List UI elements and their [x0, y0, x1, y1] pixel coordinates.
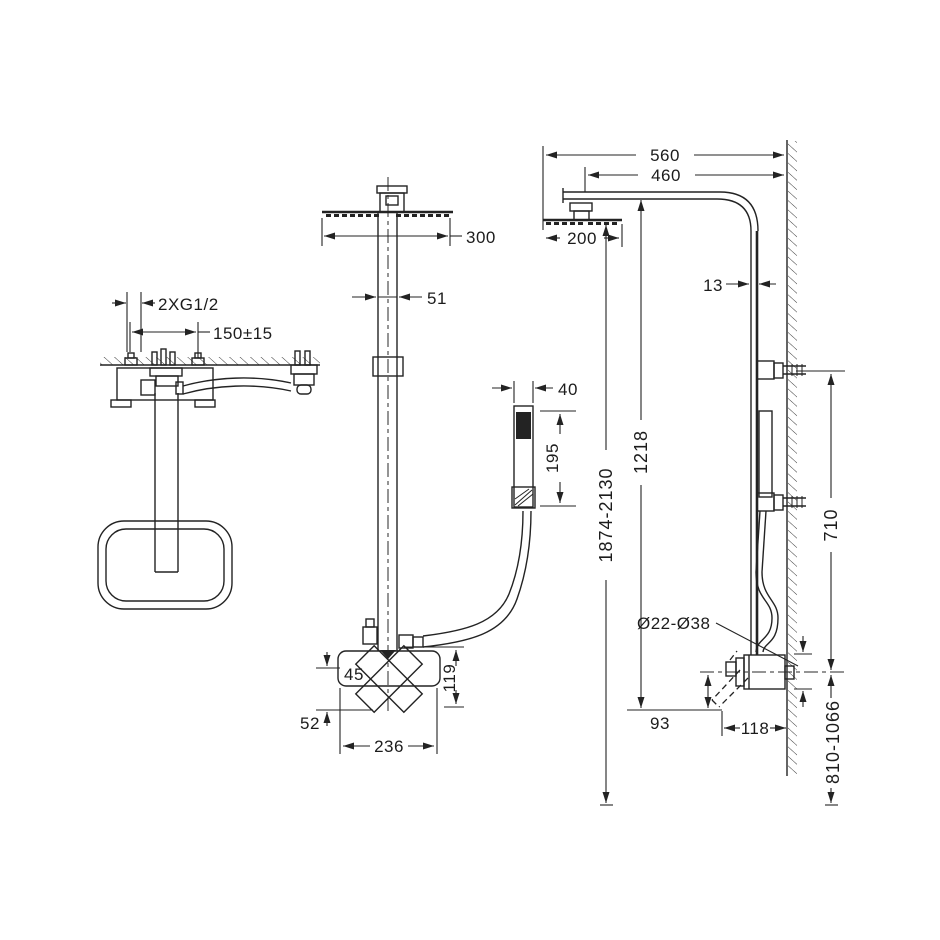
shower-head-front [322, 210, 453, 217]
dim-label-overall-height: 1874-2130 [596, 467, 616, 562]
dim-handle-drop: 52 [300, 652, 373, 733]
shower-hose-side [755, 510, 779, 653]
dim-handle-offset: 93 [627, 675, 722, 733]
dim-label-overall-reach: 560 [650, 146, 680, 165]
dim-overall-reach: 560 [542, 146, 784, 230]
column-slider [372, 356, 404, 377]
mounting-plate [110, 367, 216, 408]
mixer-valve-side [711, 650, 795, 708]
dim-handshower-width: 40 [492, 380, 578, 403]
dim-thread: 2XG1/2 [112, 292, 219, 352]
shower-column-plan [154, 393, 179, 573]
dim-label-handshower-width: 40 [558, 380, 578, 399]
dim-label-connector-range: Ø22-Ø38 [637, 614, 710, 633]
dim-label-thread: 2XG1/2 [158, 295, 219, 314]
dim-label-column-length: 1218 [631, 430, 651, 474]
dim-column-width: 51 [352, 289, 447, 308]
dim-label-body-width: 236 [374, 737, 404, 756]
dim-head-depth: 200 [546, 224, 623, 248]
dim-overall-height: 1874-2130 [596, 225, 616, 806]
dim-arm-reach: 460 [584, 166, 784, 192]
dim-body-width: 236 [339, 688, 438, 756]
dim-pipe-width: 13 [703, 276, 776, 295]
dim-label-pipe-width: 13 [703, 276, 723, 295]
dim-valve-height: 810-1066 [823, 675, 843, 806]
hand-shower-holder [758, 410, 773, 498]
hand-shower-front [511, 405, 536, 509]
front-view: 300 51 40 195 45 119 [300, 177, 578, 756]
head-connector-front [376, 185, 408, 213]
dim-label-handle-drop: 52 [300, 714, 320, 733]
dim-column-length: 1218 [631, 200, 651, 708]
shower-column-front [372, 212, 404, 651]
dim-body-drop: 119 [404, 646, 464, 708]
shower-hose-front [422, 510, 532, 648]
wall-bracket-lower [756, 492, 806, 512]
dim-supply-spacing: 150±15 [129, 322, 273, 358]
diverter-knob [362, 618, 378, 645]
dim-head-width: 300 [321, 218, 496, 247]
dim-label-supply-spacing: 150±15 [213, 324, 273, 343]
dim-label-valve-depth: 118 [741, 719, 770, 738]
dim-bracket-to-valve: 710 [796, 370, 845, 670]
side-view: 560 460 200 13 1874-2130 1218 [542, 140, 848, 806]
dim-label-bracket-to-valve: 710 [821, 508, 841, 541]
dim-handshower-length: 195 [540, 410, 576, 507]
dim-connector-range: Ø22-Ø38 [637, 614, 812, 707]
shower-head-plan [97, 520, 233, 610]
dim-label-handshower-length: 195 [543, 443, 562, 473]
dim-label-body-drop: 119 [440, 664, 459, 693]
dim-label-valve-height: 810-1066 [823, 700, 843, 784]
wall-pipe [750, 231, 759, 655]
dim-label-arm-reach: 460 [651, 166, 681, 185]
wall-side [786, 140, 797, 776]
wall-bracket-upper [756, 360, 806, 380]
cross-handle [354, 644, 424, 714]
valve-handle [711, 650, 749, 708]
plan-view: 2XG1/2 150±15 [97, 292, 320, 610]
shower-head-side [543, 218, 622, 225]
head-connector-side [569, 202, 593, 221]
dim-label-head-width: 300 [466, 228, 496, 247]
dim-valve-depth: 118 [721, 711, 786, 738]
shower-arm [562, 188, 759, 232]
supply-hose-plan [175, 364, 318, 395]
dim-label-head-depth: 200 [567, 229, 597, 248]
dim-label-handle-offset: 93 [650, 714, 670, 733]
dim-label-column-width: 51 [427, 289, 447, 308]
dim-label-body: 45 [344, 665, 364, 684]
